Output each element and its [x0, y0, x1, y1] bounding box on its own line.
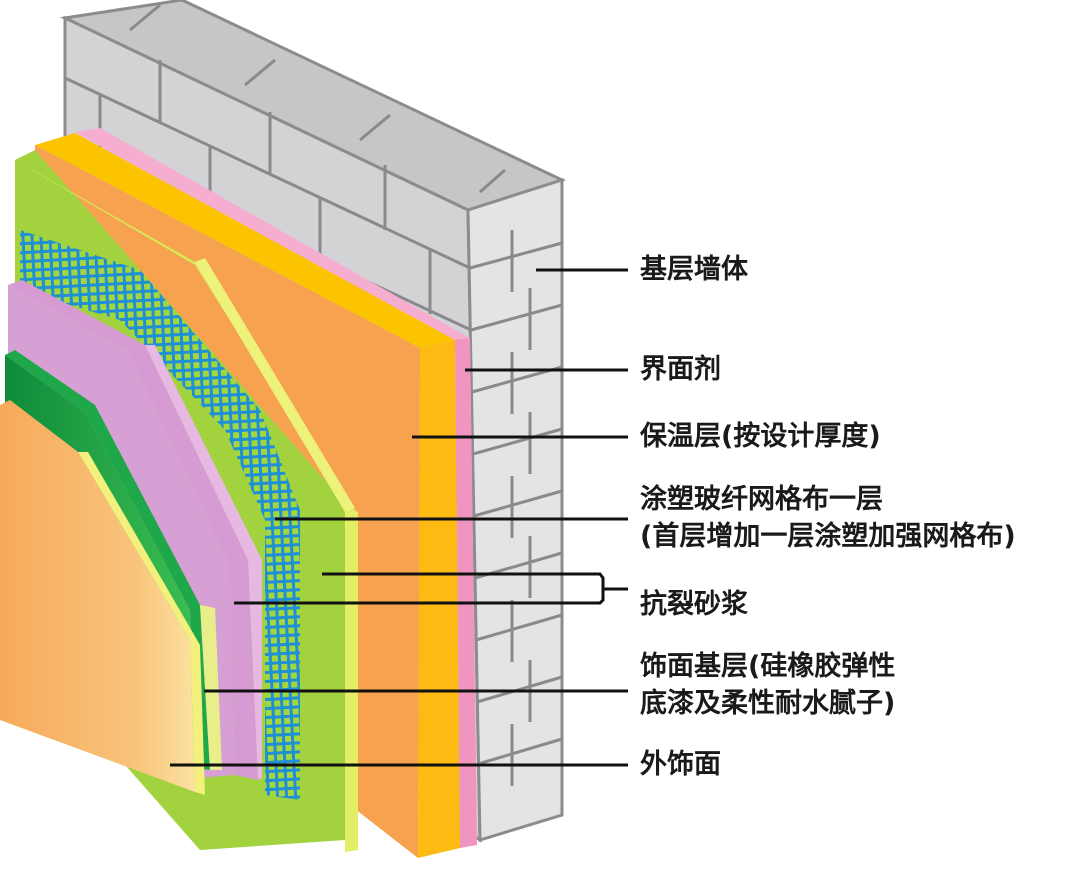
label-finish-base-line2: 底漆及柔性耐水腻子) — [640, 688, 896, 719]
label-mesh-line2: (首层增加一层涂塑加强网格布) — [640, 521, 1016, 552]
label-exterior: 外饰面 — [640, 749, 721, 780]
label-base-wall: 基层墙体 — [640, 254, 748, 285]
label-mesh-line1: 涂塑玻纤网格布一层 — [640, 484, 883, 515]
exterior-finish-layer — [0, 400, 205, 795]
leader-lines — [170, 268, 628, 767]
label-interface-agent: 界面剂 — [640, 354, 721, 385]
label-insulation: 保温层(按设计厚度) — [640, 421, 881, 452]
interface-agent-layer — [75, 128, 477, 848]
fiberglass-mesh-layer — [20, 230, 300, 800]
label-finish-base-line1: 饰面基层(硅橡胶弹性 — [640, 651, 896, 682]
label-mortar: 抗裂砂浆 — [640, 589, 748, 620]
